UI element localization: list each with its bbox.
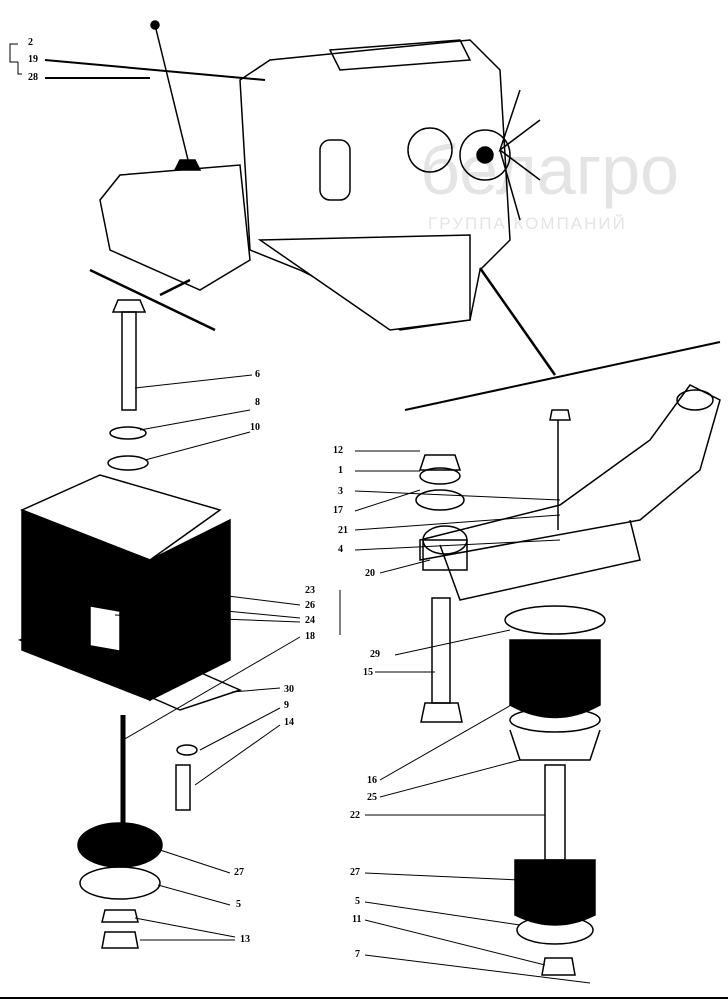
callout-24: 24 [305, 615, 315, 626]
callout-6: 6 [255, 369, 260, 380]
callout-7: 7 [355, 949, 360, 960]
callout-30: 30 [284, 684, 294, 695]
right-bracket [419, 384, 721, 601]
callout-20: 20 [365, 568, 375, 579]
callout-8: 8 [255, 397, 260, 408]
callout-5-left: 5 [236, 899, 241, 910]
callout-16: 16 [367, 775, 377, 786]
callout-1: 1 [338, 465, 343, 476]
callout-22: 22 [350, 810, 360, 821]
callout-25: 25 [367, 792, 377, 803]
engine-illustration [99, 20, 541, 331]
watermark-brand: белагро [420, 131, 680, 209]
callout-3: 3 [338, 486, 343, 497]
watermark-subtitle: ГРУППА КОМПАНИЙ [428, 214, 627, 233]
callout-18: 18 [305, 631, 315, 642]
callout-10: 10 [250, 422, 260, 433]
callout-13: 13 [240, 934, 250, 945]
callout-12: 12 [333, 445, 343, 456]
callout-9: 9 [284, 700, 289, 711]
callout-17: 17 [333, 505, 343, 516]
callout-29: 29 [370, 649, 380, 660]
callout-14: 14 [284, 717, 294, 728]
callout-5-right: 5 [355, 896, 360, 907]
callout-26: 26 [305, 600, 315, 611]
left-bolt [107, 299, 149, 471]
callout-4: 4 [338, 544, 343, 555]
callout-2: 2 [28, 37, 33, 48]
callout-27-right: 27 [350, 867, 360, 878]
callout-19: 19 [28, 54, 38, 65]
callout-27-left: 27 [234, 867, 244, 878]
callout-15: 15 [363, 667, 373, 678]
callout-23: 23 [305, 585, 315, 596]
callout-21: 21 [338, 525, 348, 536]
callout-28: 28 [28, 72, 38, 83]
callout-11: 11 [352, 914, 362, 925]
right-washer-stack [415, 454, 468, 723]
left-lower-parts [77, 715, 198, 949]
leader-lines [99, 374, 591, 984]
left-mount-block [17, 474, 243, 711]
right-lower-parts [504, 605, 606, 976]
